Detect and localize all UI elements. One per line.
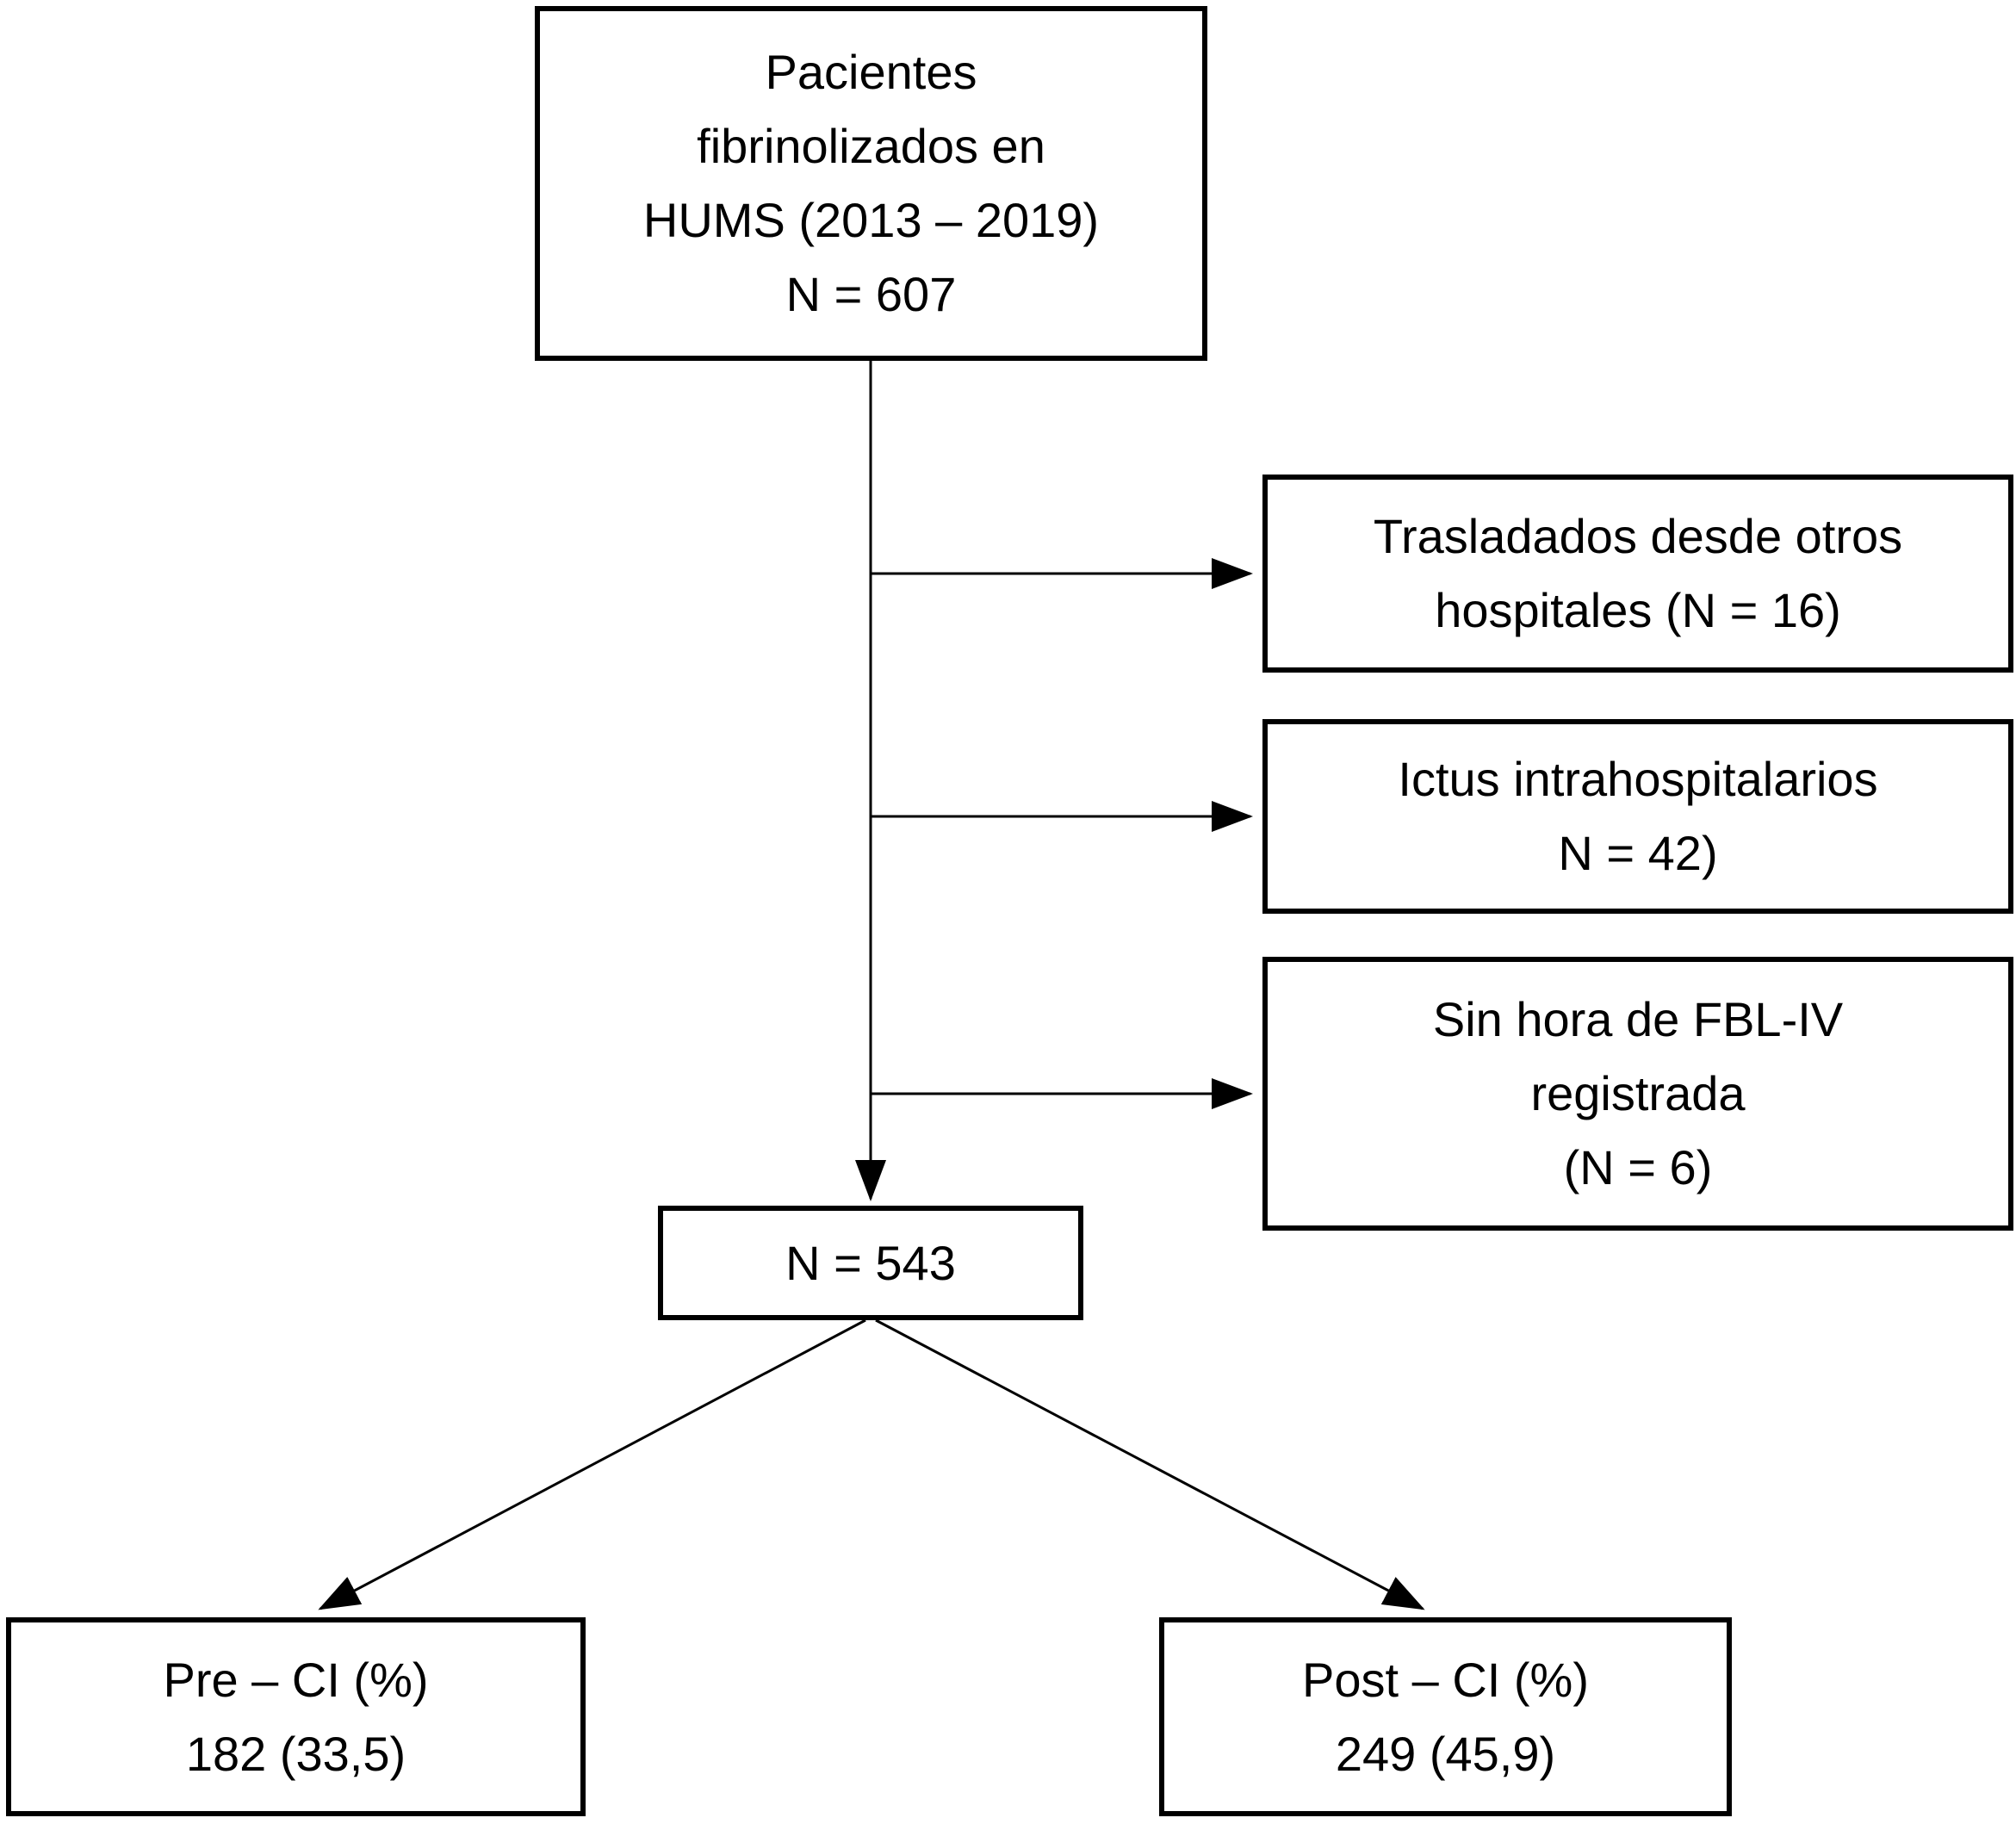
node-patients-root: Pacientes fibrinolizados en HUMS (2013 –… xyxy=(535,6,1207,361)
node-text-line: hospitales (N = 16) xyxy=(1435,583,1841,637)
node-text-line: (N = 6) xyxy=(1563,1140,1713,1194)
node-post-ci: Post – CI (%) 249 (45,9) xyxy=(1159,1617,1732,1816)
node-excluded-no-fbl-time: Sin hora de FBL-IV registrada (N = 6) xyxy=(1262,957,2013,1231)
node-text-line: Sin hora de FBL-IV xyxy=(1432,992,1844,1046)
node-text-line: 182 (33,5) xyxy=(185,1726,406,1781)
node-text-line: 249 (45,9) xyxy=(1335,1726,1556,1781)
node-pre-ci: Pre – CI (%) 182 (33,5) xyxy=(6,1617,586,1816)
node-excluded-transfers: Trasladados desde otros hospitales (N = … xyxy=(1262,475,2013,673)
node-text-line: Trasladados desde otros xyxy=(1373,509,1903,563)
node-text-line: Pacientes xyxy=(765,45,977,99)
node-text-line: Pre – CI (%) xyxy=(163,1652,429,1707)
node-text-line: N = 42) xyxy=(1558,826,1718,880)
connector-included-to-post xyxy=(875,1318,1425,1610)
node-excluded-inhospital-stroke: Ictus intrahospitalarios N = 42) xyxy=(1262,719,2013,914)
connector-included-to-pre xyxy=(318,1318,866,1610)
node-text-line: N = 607 xyxy=(785,267,957,321)
node-text-line: fibrinolizados en xyxy=(697,119,1045,173)
node-text-line: Post – CI (%) xyxy=(1302,1652,1589,1707)
node-text-line: HUMS (2013 – 2019) xyxy=(642,193,1100,247)
node-text-line: registrada xyxy=(1530,1066,1746,1120)
node-included-total: N = 543 xyxy=(658,1206,1083,1320)
node-text-line: Ictus intrahospitalarios xyxy=(1398,752,1878,806)
node-text-line: N = 543 xyxy=(785,1235,956,1290)
